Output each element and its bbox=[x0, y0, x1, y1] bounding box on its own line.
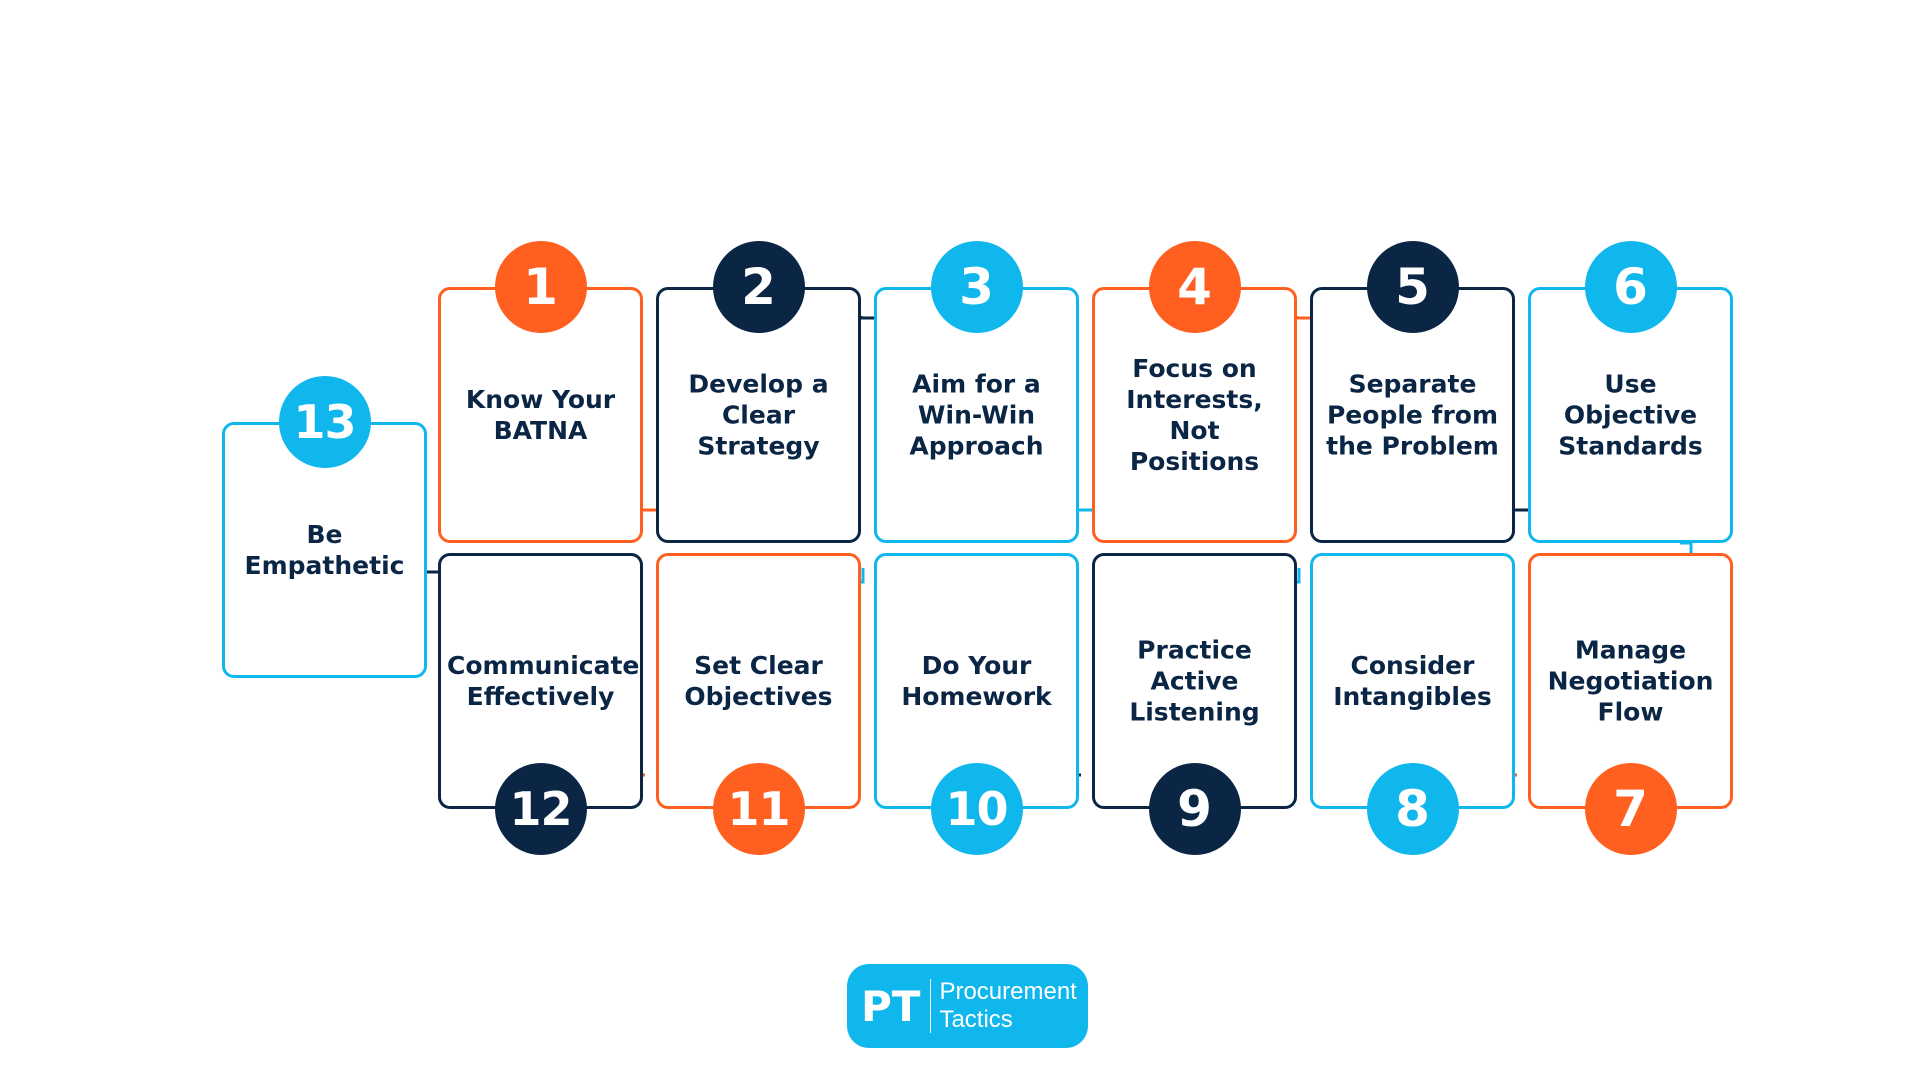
logo-divider bbox=[930, 979, 932, 1033]
step-number-badge-7: 7 bbox=[1584, 763, 1677, 855]
step-label-3: Aim for a Win-Win Approach bbox=[909, 369, 1044, 461]
step-number-badge-2: 2 bbox=[712, 241, 805, 333]
step-number-badge-6: 6 bbox=[1584, 241, 1677, 333]
step-label-2: Develop a Clear Strategy bbox=[688, 369, 829, 461]
step-number-badge-3: 3 bbox=[930, 241, 1023, 333]
step-label-7: Manage Negotiation Flow bbox=[1547, 635, 1714, 727]
step-number-badge-4: 4 bbox=[1148, 241, 1241, 333]
step-number-badge-1: 1 bbox=[494, 241, 587, 333]
step-label-10: Do Your Homework bbox=[901, 651, 1052, 711]
step-label-4: Focus on Interests, Not Positions bbox=[1126, 354, 1263, 476]
step-label-12: Communicate Effectively bbox=[447, 651, 640, 711]
step-label-13: Be Empathetic bbox=[244, 520, 405, 580]
step-label-6: Use Objective Standards bbox=[1558, 369, 1703, 461]
step-label-9: Practice Active Listening bbox=[1129, 635, 1260, 727]
logo-name: Procurement Tactics bbox=[939, 978, 1077, 1033]
step-label-8: Consider Intangibles bbox=[1333, 651, 1492, 711]
step-card-4: Focus on Interests, Not Positions bbox=[1092, 287, 1297, 543]
step-label-11: Set Clear Objectives bbox=[684, 651, 833, 711]
step-number-badge-12: 12 bbox=[494, 763, 587, 855]
step-card-8: Consider Intangibles bbox=[1310, 553, 1515, 809]
step-number-badge-11: 11 bbox=[712, 763, 805, 855]
step-number-badge-10: 10 bbox=[930, 763, 1023, 855]
step-number-badge-9: 9 bbox=[1148, 763, 1241, 855]
step-card-5: Separate People from the Problem bbox=[1310, 287, 1515, 543]
step-label-1: Know Your BATNA bbox=[465, 385, 616, 445]
step-label-5: Separate People from the Problem bbox=[1326, 369, 1499, 461]
step-number-badge-13: 13 bbox=[278, 376, 371, 468]
procurement-tactics-logo: PT Procurement Tactics bbox=[847, 964, 1088, 1048]
step-number-badge-8: 8 bbox=[1366, 763, 1459, 855]
step-number-badge-5: 5 bbox=[1366, 241, 1459, 333]
logo-mark: PT bbox=[861, 981, 921, 1031]
